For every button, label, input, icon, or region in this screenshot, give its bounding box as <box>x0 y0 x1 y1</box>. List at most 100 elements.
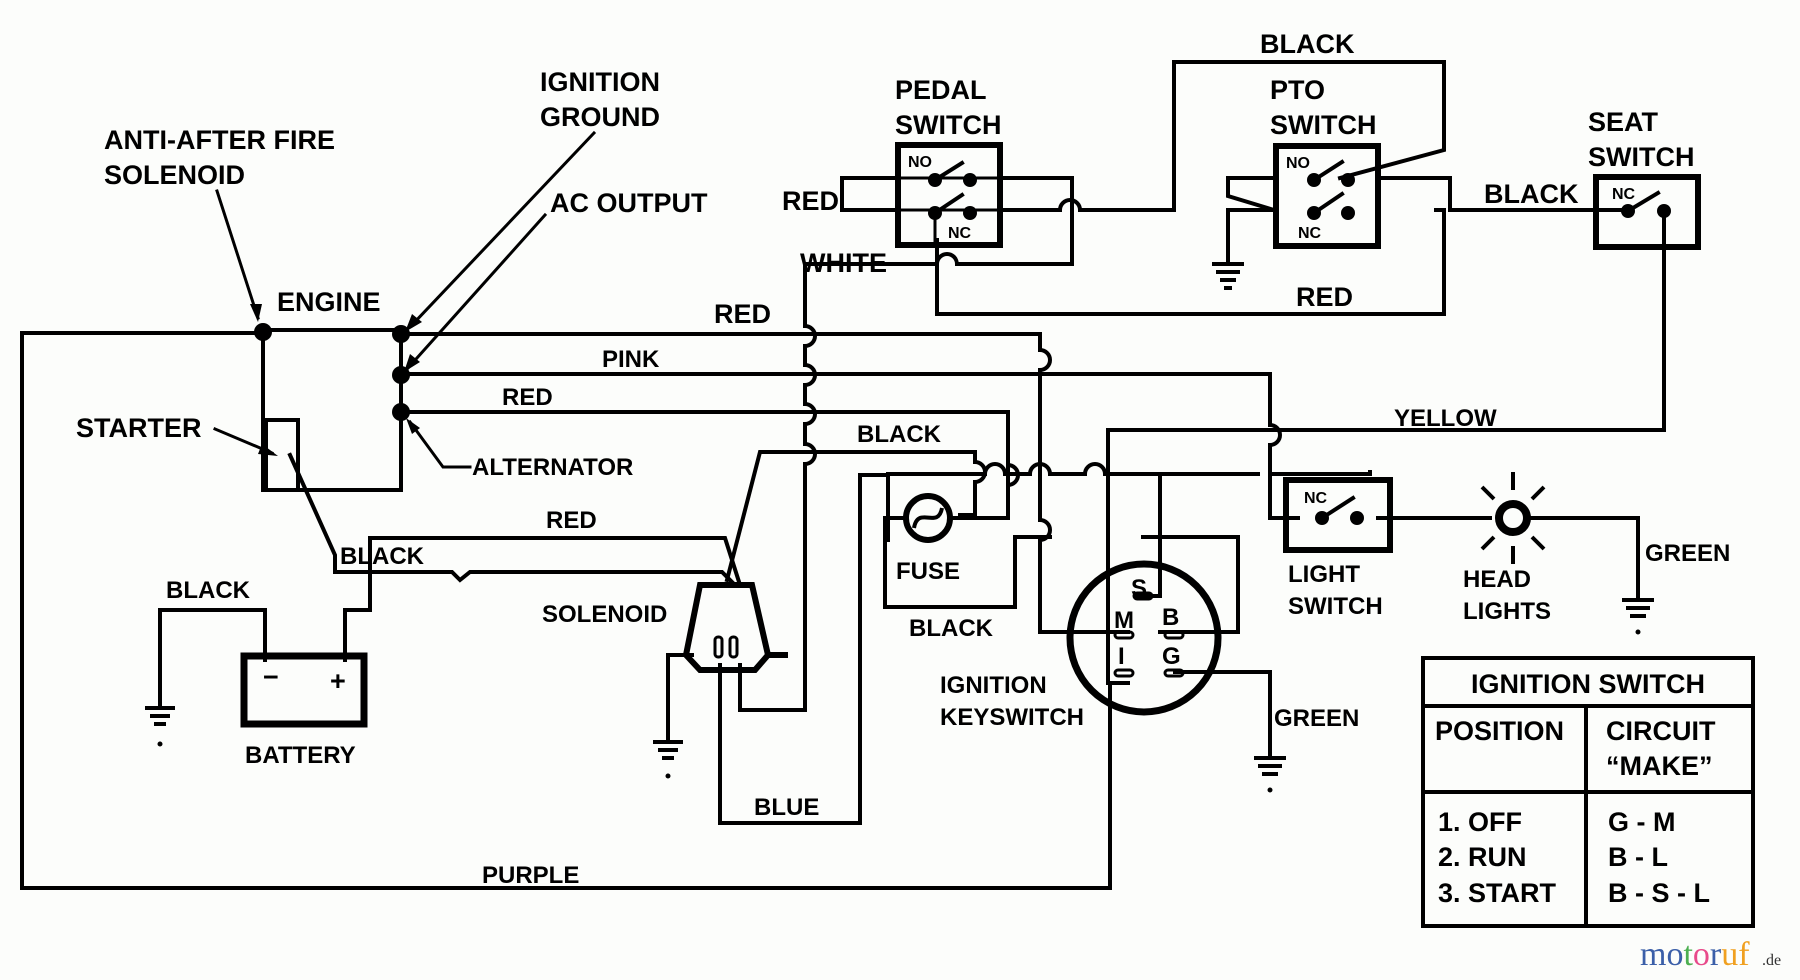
wire-black-fuse <box>883 516 1052 609</box>
watermark-text: motoruf <box>1640 936 1750 973</box>
watermark-letter: t <box>1683 936 1693 973</box>
battery-icon <box>240 652 368 728</box>
terminal-g: G <box>1162 643 1181 670</box>
pto-ground-lead <box>1226 208 1276 264</box>
headlight-icon <box>1480 472 1546 564</box>
starter-box <box>264 418 300 492</box>
wire-label-red-main: RED <box>714 299 771 329</box>
table-header-position: POSITION <box>1435 716 1564 746</box>
watermark-letter: r <box>1710 936 1722 973</box>
watermark-letter: o <box>1666 936 1683 973</box>
wire-label-black-fuse: BLACK <box>909 615 994 642</box>
label-anti-after-fire: ANTI-AFTER FIRE <box>104 125 335 155</box>
wire-label-white: WHITE <box>800 248 887 278</box>
table-row-circuit: G - M <box>1608 807 1676 837</box>
wire-label-blue: BLUE <box>754 794 819 821</box>
terminal-m: M <box>1114 607 1134 634</box>
watermark-letter: f <box>1738 936 1750 973</box>
wire-b-loop <box>1141 535 1240 634</box>
label-light-switch: LIGHT <box>1288 561 1360 588</box>
label-light-switch-2: SWITCH <box>1288 593 1383 620</box>
label-fuse: FUSE <box>896 558 960 585</box>
wire-label-red-alt: RED <box>502 384 553 411</box>
wire-fuse-feed <box>886 462 1260 542</box>
label-battery: BATTERY <box>245 742 356 769</box>
light-nc: NC <box>1304 490 1328 507</box>
ground-icon-solenoid <box>653 740 683 779</box>
wire-black-starter <box>287 452 738 588</box>
terminal-i: I <box>1118 643 1125 670</box>
wire-label-pink: PINK <box>602 346 660 373</box>
wire-label-yellow: YELLOW <box>1394 405 1497 432</box>
wire-color-labels: BLACK RED WHITE RED BLACK RED PINK RED B… <box>166 29 1730 889</box>
wire-green-key <box>1173 670 1272 757</box>
label-alternator: ALTERNATOR <box>472 454 633 481</box>
wire-label-red-pto: RED <box>1296 282 1353 312</box>
label-ignition-ground-2: GROUND <box>540 102 660 132</box>
wire-purple <box>20 331 1130 890</box>
wire-black-seat <box>1376 176 1624 212</box>
pto-nc: NC <box>1298 225 1322 242</box>
wire-red-main <box>399 332 1130 634</box>
component-labels: ANTI-AFTER FIRE SOLENOID IGNITION GROUND… <box>76 67 1694 769</box>
ground-icon-pto <box>1212 262 1244 290</box>
wire-red-solenoid <box>368 536 743 612</box>
watermark-suffix: .de <box>1762 952 1781 969</box>
ground-icon-keyswitch <box>1254 756 1286 793</box>
engine-outline <box>261 328 403 492</box>
wire-label-purple: PURPLE <box>482 862 579 889</box>
label-pto-switch: PTO <box>1270 75 1325 105</box>
wire-label-black-battery: BLACK <box>166 577 251 604</box>
label-pedal-switch: PEDAL <box>895 75 987 105</box>
wire-label-black-top: BLACK <box>1260 29 1355 59</box>
label-ignition-keyswitch-2: KEYSWITCH <box>940 704 1084 731</box>
table-row-circuit: B - S - L <box>1608 878 1710 908</box>
pedal-no: NO <box>908 154 932 171</box>
label-seat-switch: SEAT <box>1588 107 1659 137</box>
pedal-switch <box>895 142 1003 248</box>
label-head-lights: HEAD <box>1463 566 1531 593</box>
wire-label-green-headlight: GREEN <box>1645 540 1730 567</box>
watermark-logo: motoruf .de <box>1640 936 1781 973</box>
battery-negative: − <box>263 662 279 692</box>
leader-lines <box>213 130 597 469</box>
label-seat-switch-2: SWITCH <box>1588 142 1694 172</box>
watermark-letter: o <box>1693 936 1710 973</box>
seat-nc: NC <box>1612 186 1636 203</box>
wire-yellow <box>1106 208 1666 685</box>
label-ignition-ground: IGNITION <box>540 67 660 97</box>
light-switch <box>1283 477 1393 553</box>
label-head-lights-2: LIGHTS <box>1463 598 1551 625</box>
contact-labels: NO NC NO NC NC NC <box>908 154 1636 507</box>
wire-red-pto-return <box>935 208 1446 316</box>
seat-switch <box>1593 174 1701 250</box>
pedal-nc: NC <box>948 225 972 242</box>
table-row-circuit: B - L <box>1608 842 1668 872</box>
ignition-switch-table: IGNITION SWITCH POSITION CIRCUIT “MAKE” … <box>1421 656 1755 928</box>
table-row-position: 2. RUN <box>1438 842 1527 872</box>
label-solenoid: SOLENOID <box>542 601 667 628</box>
wire-label-black-mid: BLACK <box>857 421 942 448</box>
wire-label-red-solenoid: RED <box>546 507 597 534</box>
label-ignition-keyswitch: IGNITION <box>940 672 1047 699</box>
table-row-position: 3. START <box>1438 878 1557 908</box>
table-header-make: “MAKE” <box>1606 751 1713 781</box>
watermark-letter: u <box>1721 936 1738 973</box>
wire-blue <box>718 473 890 825</box>
ground-icon-battery <box>145 706 175 747</box>
label-pedal-switch-2: SWITCH <box>895 110 1001 140</box>
wire-black-battery <box>158 608 267 707</box>
label-starter: STARTER <box>76 413 202 443</box>
wire-label-red-pedal: RED <box>782 186 839 216</box>
wire-label-black-seat: BLACK <box>1484 179 1579 209</box>
label-pto-switch-2: SWITCH <box>1270 110 1376 140</box>
fuse-icon <box>903 493 953 543</box>
ground-icon-headlight <box>1622 598 1654 635</box>
ignition-keyswitch <box>1066 560 1222 716</box>
wire-green-headlight <box>1528 516 1640 600</box>
table-row-position: 1. OFF <box>1438 807 1522 837</box>
label-engine: ENGINE <box>277 287 381 317</box>
battery-positive: + <box>330 666 346 696</box>
terminal-b: B <box>1162 604 1179 631</box>
